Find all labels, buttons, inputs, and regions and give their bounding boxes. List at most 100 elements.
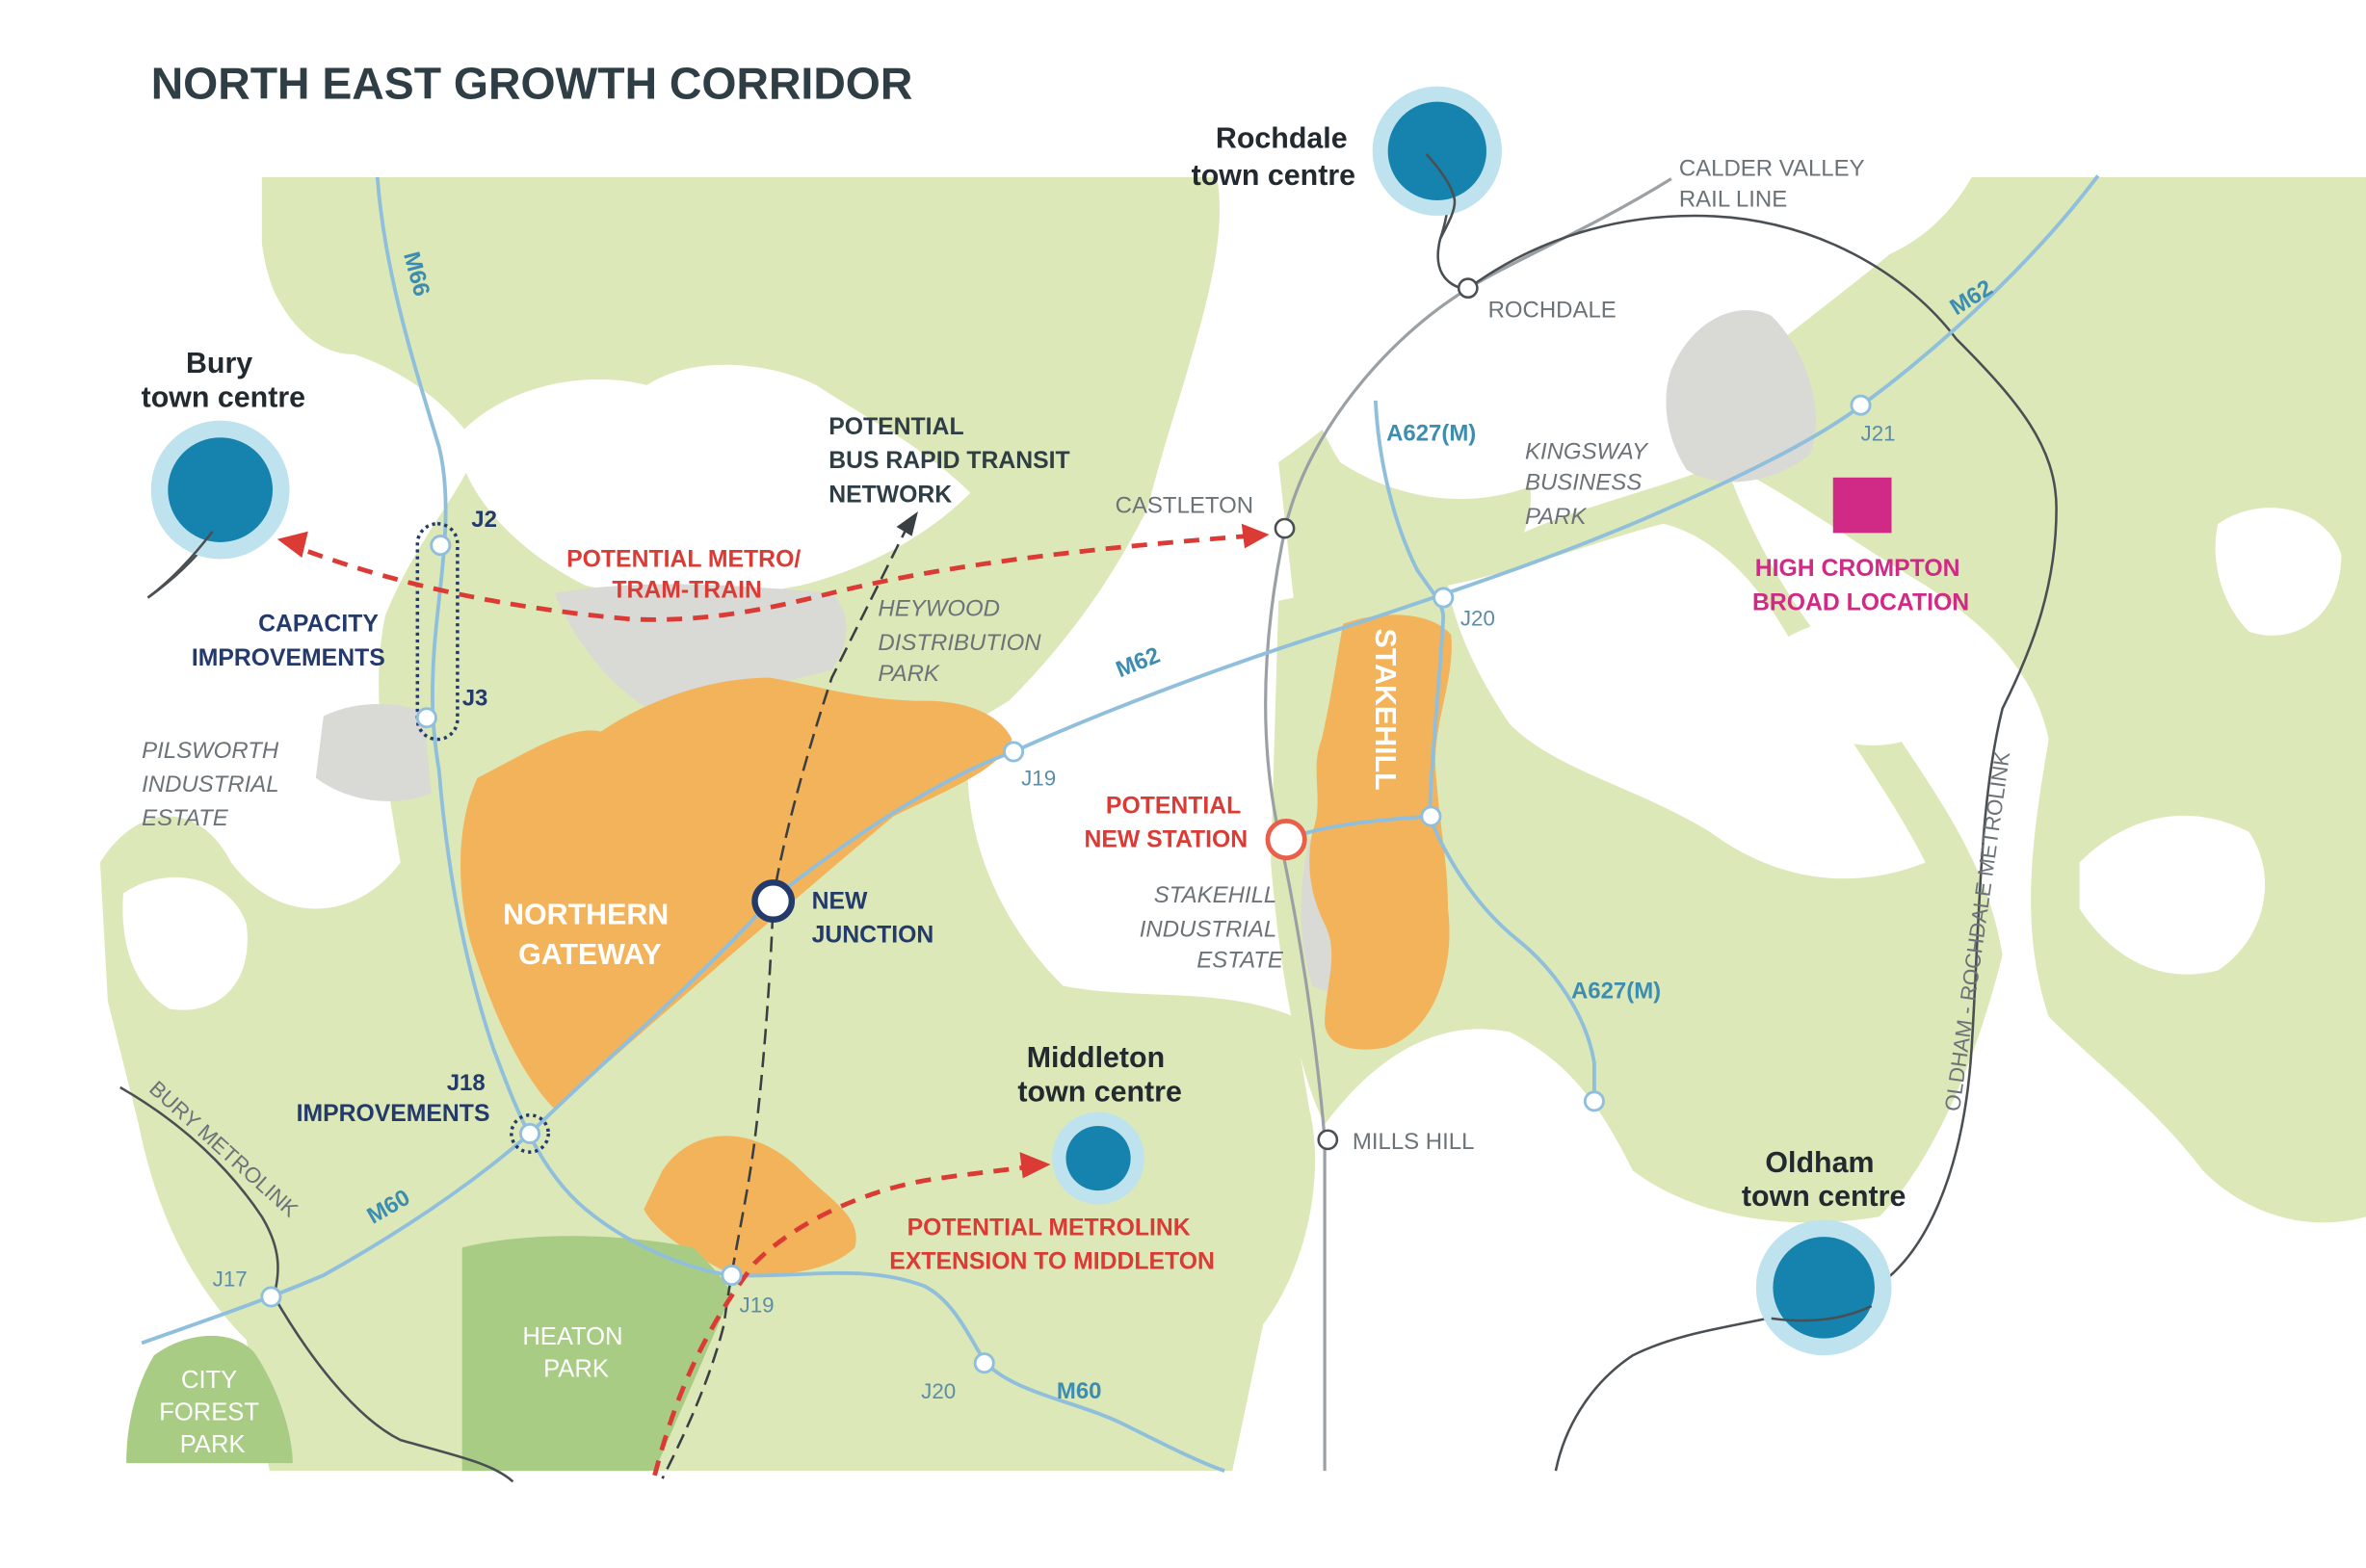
city-forest-park-label: CITY FOREST PARK [159, 1367, 266, 1458]
bury-town-marker [150, 420, 290, 560]
j17-label: J17 [213, 1267, 248, 1291]
heaton-park-label: HEATON PARK [522, 1323, 629, 1383]
j20-m62-node [1433, 587, 1455, 609]
northern-gateway-area [460, 677, 1012, 1110]
oldham-town-label: Oldham town centre [1742, 1146, 1906, 1213]
parks [126, 1236, 732, 1472]
middleton-town-marker [1052, 1111, 1145, 1205]
heaton-park-area [461, 1236, 732, 1472]
kingsway-area [1666, 310, 1816, 483]
white-area-left-edge [92, 177, 308, 385]
j18-improvement-ring [510, 1113, 550, 1154]
metro-tram-train-label: POTENTIAL METRO/ TRAM-TRAIN [566, 547, 807, 604]
brt-dashed-line [661, 523, 910, 1479]
roads [141, 174, 2100, 1473]
rochdale-station-node [1457, 277, 1479, 300]
j20-m62-label: J20 [1460, 606, 1495, 630]
mills-hill-station-label: MILLS HILL [1353, 1129, 1475, 1155]
j17-node [260, 1286, 282, 1308]
white-area-sw [122, 876, 248, 1010]
stakehill-area [1309, 614, 1452, 1050]
pilsworth-label: PILSWORTH INDUSTRIAL ESTATE [142, 738, 285, 831]
a627m-north-label: A627(M) [1386, 420, 1476, 446]
j20-m60-label: J20 [921, 1379, 956, 1403]
stakehill-industrial-label: STAKEHILL INDUSTRIAL ESTATE [1140, 882, 1284, 973]
high-crompton-marker [1832, 477, 1892, 534]
capacity-improvements-label: CAPACITY IMPROVEMENTS [192, 612, 385, 671]
white-area-center [1448, 523, 1926, 879]
j20-m60-node [973, 1352, 995, 1374]
white-area-east-lobe [1771, 617, 1933, 745]
pilsworth-area [315, 703, 432, 801]
unshaded-areas [92, 177, 2342, 1472]
j19-m60-label: J19 [740, 1293, 775, 1317]
metrolink-extension-arrow-head [1019, 1152, 1051, 1179]
transit-proposals [306, 523, 1249, 1479]
mills-hill-station-node [1317, 1129, 1339, 1151]
map-title: NORTH EAST GROWTH CORRIDOR [151, 58, 913, 108]
m60-road [141, 174, 2100, 1346]
new-junction-label: NEW JUNCTION [812, 889, 934, 949]
j2-label: J2 [471, 507, 497, 533]
bury-town-label: Bury town centre [142, 347, 305, 413]
stakehill-junction-node [1420, 805, 1442, 827]
white-area-east-3 [2215, 508, 2342, 636]
j21-node [1850, 394, 1872, 416]
white-area-ne [1263, 177, 1972, 500]
j21-label: J21 [1861, 421, 1896, 445]
brt-arrow-head [896, 510, 918, 536]
metro-tram-train-arrow [306, 534, 1249, 622]
metro-west-arrow-head [276, 531, 308, 558]
new-junction-marker [751, 879, 796, 923]
bury-entry-line [146, 530, 214, 599]
j18-improvements-label: IMPROVEMENTS [297, 1101, 490, 1127]
middleton-south-area [644, 1136, 856, 1276]
town-markers [150, 86, 1892, 1356]
castleton-station-node [1274, 517, 1296, 539]
green-belt-areas [99, 177, 2366, 1472]
nodes [260, 394, 1872, 1374]
j18-label: J18 [447, 1070, 486, 1096]
white-area-nw [461, 364, 971, 597]
arrow-heads [276, 510, 1270, 1179]
rochdale-station-label: ROCHDALE [1488, 298, 1617, 324]
j3-node [415, 707, 437, 729]
high-crompton-label: HIGH CROMPTON BROAD LOCATION [1752, 556, 1969, 615]
rochdale-town-marker [1372, 86, 1502, 216]
metro-east-arrow-head [1241, 523, 1270, 549]
new-station-label: POTENTIAL NEW STATION [1084, 793, 1248, 852]
metrolink-extension-label: POTENTIAL METROLINK EXTENSION TO MIDDLET… [889, 1215, 1215, 1274]
capacity-improvement-markers [415, 522, 550, 1154]
castleton-station-label: CASTLETON [1116, 493, 1253, 519]
rochdale-town-label: Rochdale town centre [1192, 122, 1355, 192]
m60-east-label: M60 [1057, 1378, 1102, 1404]
j19-m62-node [1003, 741, 1025, 763]
white-area-east-2 [2079, 815, 2266, 975]
j19-m62-label: J19 [1021, 767, 1056, 791]
calder-valley-label: CALDER VALLEY RAIL LINE [1679, 155, 1871, 212]
kingsway-label: KINGSWAY BUSINESS PARK [1525, 439, 1654, 530]
metrolink-extension-arrow [652, 1164, 1025, 1477]
new-station-marker [1265, 818, 1307, 861]
m62-mid-label: M62 [1113, 642, 1164, 684]
northern-gateway-label: NORTHERN GATEWAY [503, 899, 677, 972]
a627m-end-node [1583, 1090, 1605, 1112]
station-nodes [1274, 277, 1479, 1151]
stakehill-label: STAKEHILL [1369, 629, 1402, 791]
oldham-entry-line [1771, 1304, 1873, 1322]
city-forest-park-area [126, 1335, 293, 1464]
middleton-town-label: Middleton town centre [1017, 1041, 1181, 1108]
j3-label: J3 [462, 685, 488, 711]
heywood-label: HEYWOOD DISTRIBUTION PARK [878, 596, 1047, 687]
j2-node [430, 535, 452, 557]
town-branch-lines [146, 153, 1873, 1322]
a627m-south-label: A627(M) [1571, 978, 1661, 1004]
development-areas [460, 614, 1452, 1276]
oldham-town-marker [1755, 1219, 1892, 1356]
a627m-road [1373, 400, 1596, 1102]
heywood-distribution-area [554, 584, 847, 709]
m66-road [375, 176, 732, 1277]
brt-label: POTENTIAL BUS RAPID TRANSIT NETWORK [828, 414, 1076, 508]
j18-node [519, 1122, 541, 1144]
